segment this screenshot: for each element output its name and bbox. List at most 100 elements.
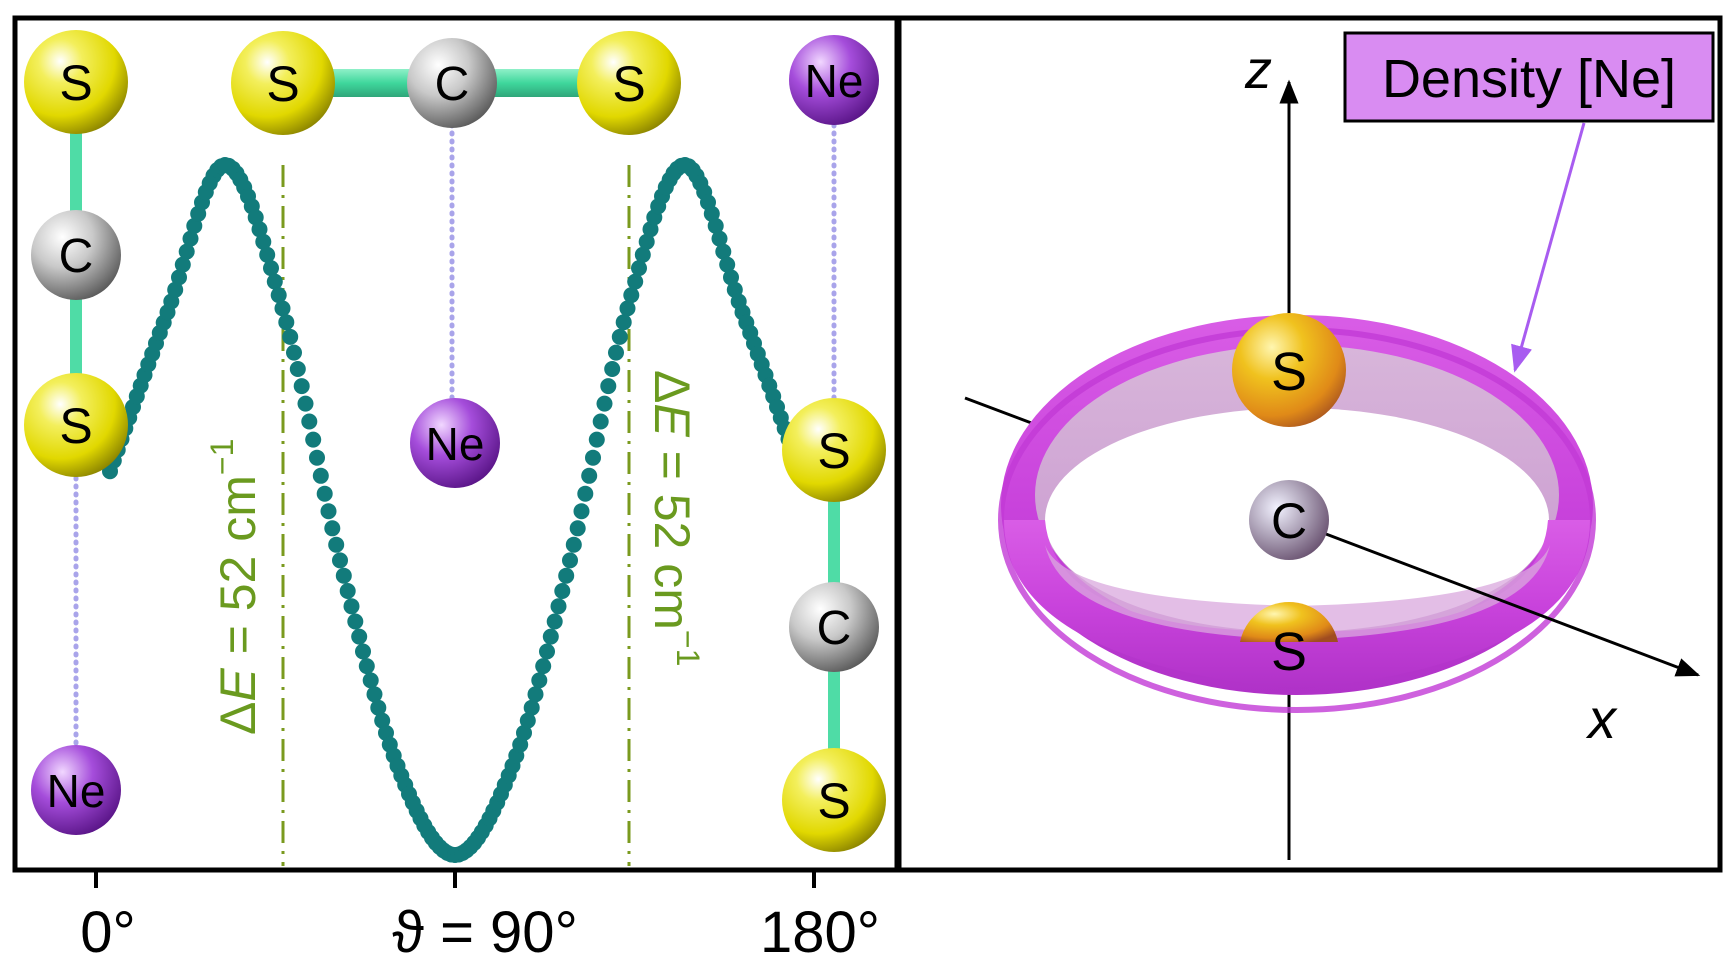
curve-point: [297, 395, 314, 412]
curve-point: [370, 699, 387, 716]
curve-point: [523, 699, 540, 716]
curve-point: [312, 467, 329, 484]
atom-s-label: S: [817, 423, 850, 479]
barrier-label-left-delta: Δ: [210, 702, 266, 735]
atom-c: [31, 210, 121, 300]
atom-s-label: S: [612, 56, 645, 112]
barrier-label-left-sup: −1: [204, 439, 240, 475]
curve-point: [305, 431, 322, 448]
curve-point: [366, 686, 383, 703]
curve-point: [573, 503, 590, 520]
curve-point: [358, 658, 375, 675]
curve-point: [174, 256, 191, 273]
curve-point: [182, 230, 199, 247]
curve-point: [707, 217, 724, 234]
atom-s: [782, 748, 886, 852]
curve-point: [715, 243, 732, 260]
barrier-label-left: ΔE = 52 cm−1: [204, 439, 266, 735]
atom-s-label: S: [59, 55, 92, 111]
atom-c: [407, 38, 497, 128]
atom-ne: [31, 745, 121, 835]
atom-c-label: C: [1271, 493, 1307, 549]
curve-point: [527, 686, 544, 703]
curve-point: [619, 300, 636, 317]
curve-point: [301, 413, 318, 430]
atom-s: [24, 30, 128, 134]
x-axis: 0° ϑ = 90° 180°: [80, 872, 880, 965]
curve-point: [558, 567, 575, 584]
atom-c: [1249, 480, 1329, 560]
atom-s: [577, 31, 681, 135]
curve-point: [339, 583, 356, 599]
curve-point: [343, 598, 360, 615]
atom-ne: [789, 35, 879, 125]
curve-point: [289, 361, 306, 377]
atom-s-label: S: [1271, 622, 1307, 682]
curve-point: [531, 672, 548, 689]
barrier-label-left-rest: = 52 cm: [210, 475, 266, 668]
curve-point: [167, 281, 184, 298]
curve-point: [266, 273, 283, 290]
ring-front-wall: [1003, 520, 1591, 690]
ring-front-band: [1045, 545, 1550, 640]
curve-point: [351, 628, 368, 645]
curve-point: [519, 712, 536, 729]
curve-point: [615, 314, 632, 331]
atom-s-label: S: [59, 398, 92, 454]
atom-s-label: S: [817, 773, 850, 829]
curve-point: [611, 328, 628, 345]
curve-point: [542, 628, 559, 645]
curve-point: [355, 643, 371, 660]
atom-c: [789, 582, 879, 672]
curve-point: [546, 613, 563, 630]
atom-ne: [410, 398, 500, 488]
curve-point: [255, 233, 272, 250]
curve-point: [274, 300, 291, 317]
x-axis-label-0: 0°: [80, 900, 135, 965]
curve-point: [585, 449, 601, 466]
x-axis-3d-front: [1288, 518, 1701, 677]
barrier-label-right-sup: −1: [670, 630, 706, 666]
curve-point: [332, 552, 348, 569]
curve-point: [608, 344, 624, 361]
curve-point: [711, 230, 728, 247]
atom-s-label: S: [1271, 342, 1307, 402]
curve-point: [328, 536, 345, 553]
curve-point: [282, 328, 299, 345]
z-axis-label: z: [1244, 40, 1272, 100]
density-label: Density [Ne]: [1382, 49, 1676, 109]
density-arrow: [1511, 122, 1586, 373]
curve-point: [569, 520, 586, 537]
right-panel-frame: [896, 15, 1723, 873]
molecule-90deg: S C S Ne: [231, 31, 681, 488]
curve-point: [634, 246, 651, 263]
curve-point: [335, 567, 352, 584]
curve-point: [600, 378, 617, 395]
atom-s: [782, 398, 886, 502]
atom-ne-label: Ne: [47, 765, 106, 817]
x-axis-3d-label: x: [1585, 687, 1618, 750]
atom-c-label: C: [817, 602, 852, 655]
atom-s: [1240, 601, 1338, 642]
curve-point: [309, 449, 325, 466]
curve-point: [562, 552, 578, 569]
curve-point: [623, 287, 640, 304]
curve-point: [263, 260, 279, 277]
x-axis-label-90: ϑ = 90°: [392, 900, 578, 965]
curve-point: [596, 395, 613, 412]
barrier-label-right: ΔE = 52 cm−1: [644, 370, 706, 666]
barrier-label-right-rest: = 52 cm: [644, 437, 700, 630]
curve-point: [577, 485, 594, 502]
curve-point: [320, 503, 337, 520]
atom-ne-label: Ne: [805, 55, 864, 107]
curve-point: [171, 269, 187, 286]
curve-point: [516, 724, 532, 741]
curve-point: [592, 413, 609, 430]
curve-point: [251, 221, 268, 238]
curve-point: [565, 536, 582, 553]
curve-point: [719, 256, 736, 273]
curve-point: [278, 314, 295, 331]
curve-point: [588, 431, 605, 448]
barrier-label-right-e: E: [644, 403, 700, 437]
